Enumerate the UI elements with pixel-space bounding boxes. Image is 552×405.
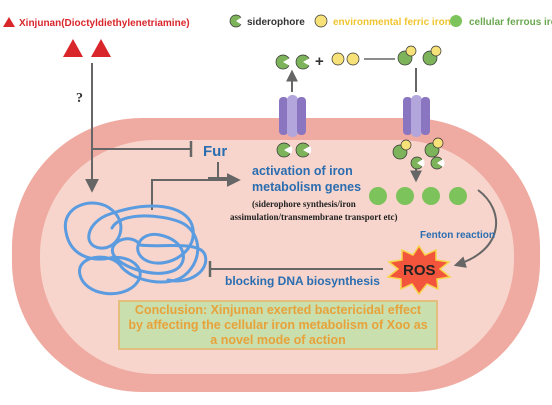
question-mark: ? [76,91,83,106]
siderophore-in-4 [430,156,445,170]
transporter-export [279,95,306,137]
siderophore-out-2 [295,54,312,70]
xinjunan-triangle-2 [91,39,111,57]
plus-sign: + [315,53,324,70]
legend: Xinjunan(Dioctyldiethylenetriamine) side… [3,14,552,29]
ferrous-iron-2 [396,187,414,205]
legend-ferrous-label: cellular ferrous iron [469,17,552,28]
legend-xinjunan-label: Xinjunan(Dioctyldiethylenetriamine) [19,18,190,29]
activation-detail-1: (siderophore synthesis/iron [252,199,356,209]
xinjunan-triangle-1 [63,39,83,57]
xinjunan-legend-icon [3,17,15,27]
transporter-import [403,95,430,137]
dna-to-activation-arrow [151,173,241,210]
fur-label: Fur [203,143,227,160]
legend-siderophore-label: siderophore [247,17,305,28]
siderophore-out-1 [275,54,292,70]
siderophore-in-3 [410,156,425,170]
ferrous-iron-4 [449,187,467,205]
dna-coil [63,201,208,296]
ferric-iron-legend-icon [314,14,328,28]
conclusion-box: Conclusion: Xinjunan exerted bactericida… [118,300,438,350]
complex-in-2 [424,137,444,158]
ferrous-iron-1 [369,187,387,205]
siderophore-in-2 [295,142,312,158]
ferrous-iron-legend-icon [450,15,462,27]
legend-ferric-label: environmental ferric iron [333,17,451,28]
fenton-label: Fenton reaction [420,230,495,241]
ferrous-iron-3 [422,187,440,205]
complex-out-2 [422,45,442,66]
complex-in-1 [392,139,412,160]
siderophore-legend-icon [229,14,244,28]
siderophore-in-1 [276,142,293,158]
activation-line-1: activation of iron [252,164,353,178]
ros-label: ROS [403,262,436,279]
ros-burst [386,244,452,296]
ferric-iron-1 [331,52,345,66]
ferric-iron-2 [346,52,360,66]
activation-detail-2: assimulation/transmembrane transport etc… [230,212,397,222]
complex-out-1 [397,45,417,66]
conclusion-text: Conclusion: Xinjunan exerted bactericida… [128,302,428,347]
fenton-arrow [453,189,498,268]
activation-line-2: metabolism genes [252,180,361,194]
blocking-label: blocking DNA biosynthesis [225,274,380,288]
